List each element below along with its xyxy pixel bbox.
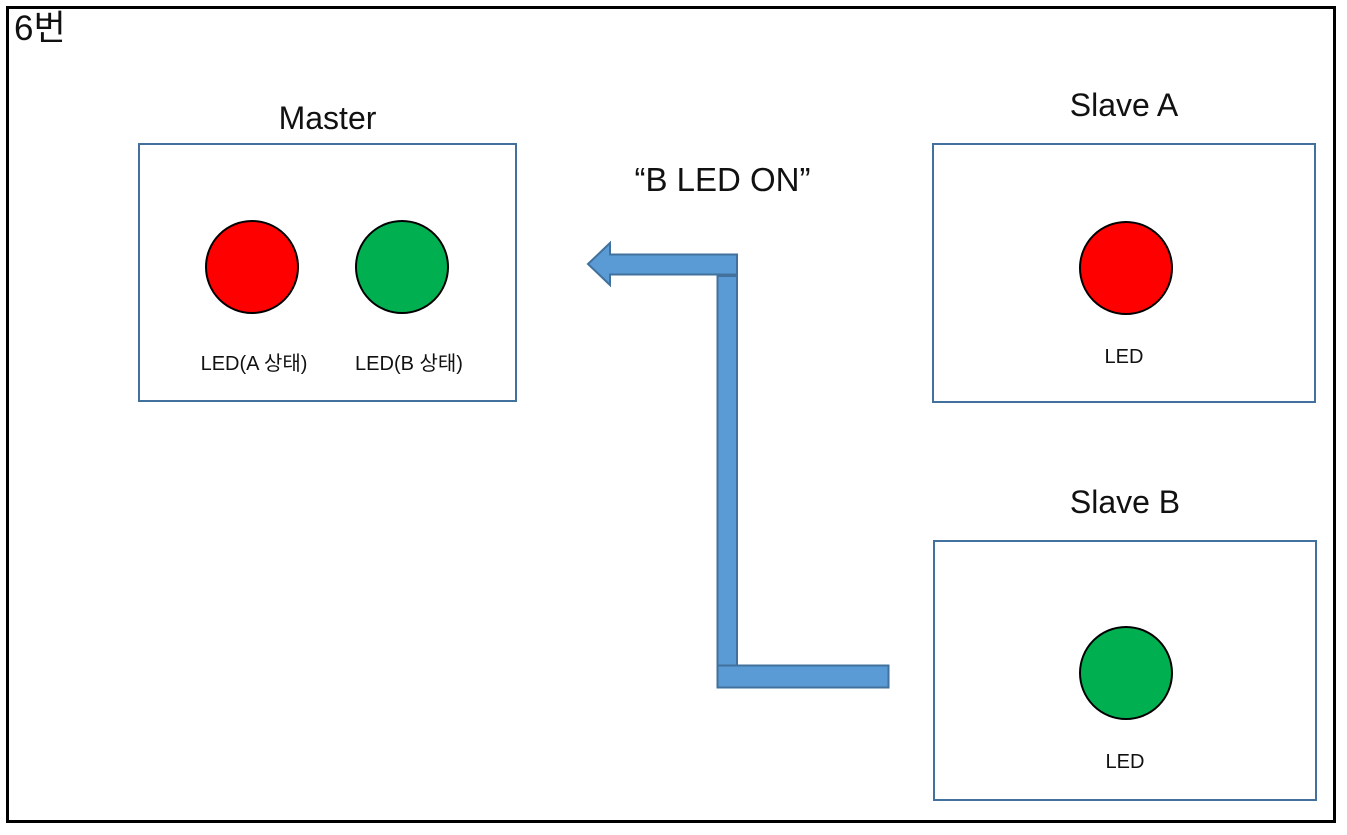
master-box: LED(A 상태) LED(B 상태) [138, 143, 517, 402]
message-label: “B LED ON” [634, 161, 811, 198]
page-title: 6번 [14, 9, 66, 48]
diagram-outer-frame [6, 6, 1336, 823]
master-led-b-label: LED(B 상태) [355, 353, 463, 375]
slave-a-box: LED [932, 143, 1316, 403]
master-led-a-label: LED(A 상태) [200, 353, 308, 375]
slave-a-red-led-circle [1079, 221, 1173, 315]
slave-a-title: Slave A [1069, 87, 1179, 123]
master-title: Master [278, 100, 377, 136]
slave-b-green-led-circle [1079, 626, 1173, 720]
master-led-a-red-circle [205, 220, 299, 314]
master-led-b-green-circle [355, 220, 449, 314]
slave-b-box: LED [933, 540, 1317, 801]
slave-b-title: Slave B [1069, 484, 1181, 520]
slave-a-led-label: LED [1104, 346, 1144, 368]
slave-b-led-label: LED [1105, 751, 1145, 773]
